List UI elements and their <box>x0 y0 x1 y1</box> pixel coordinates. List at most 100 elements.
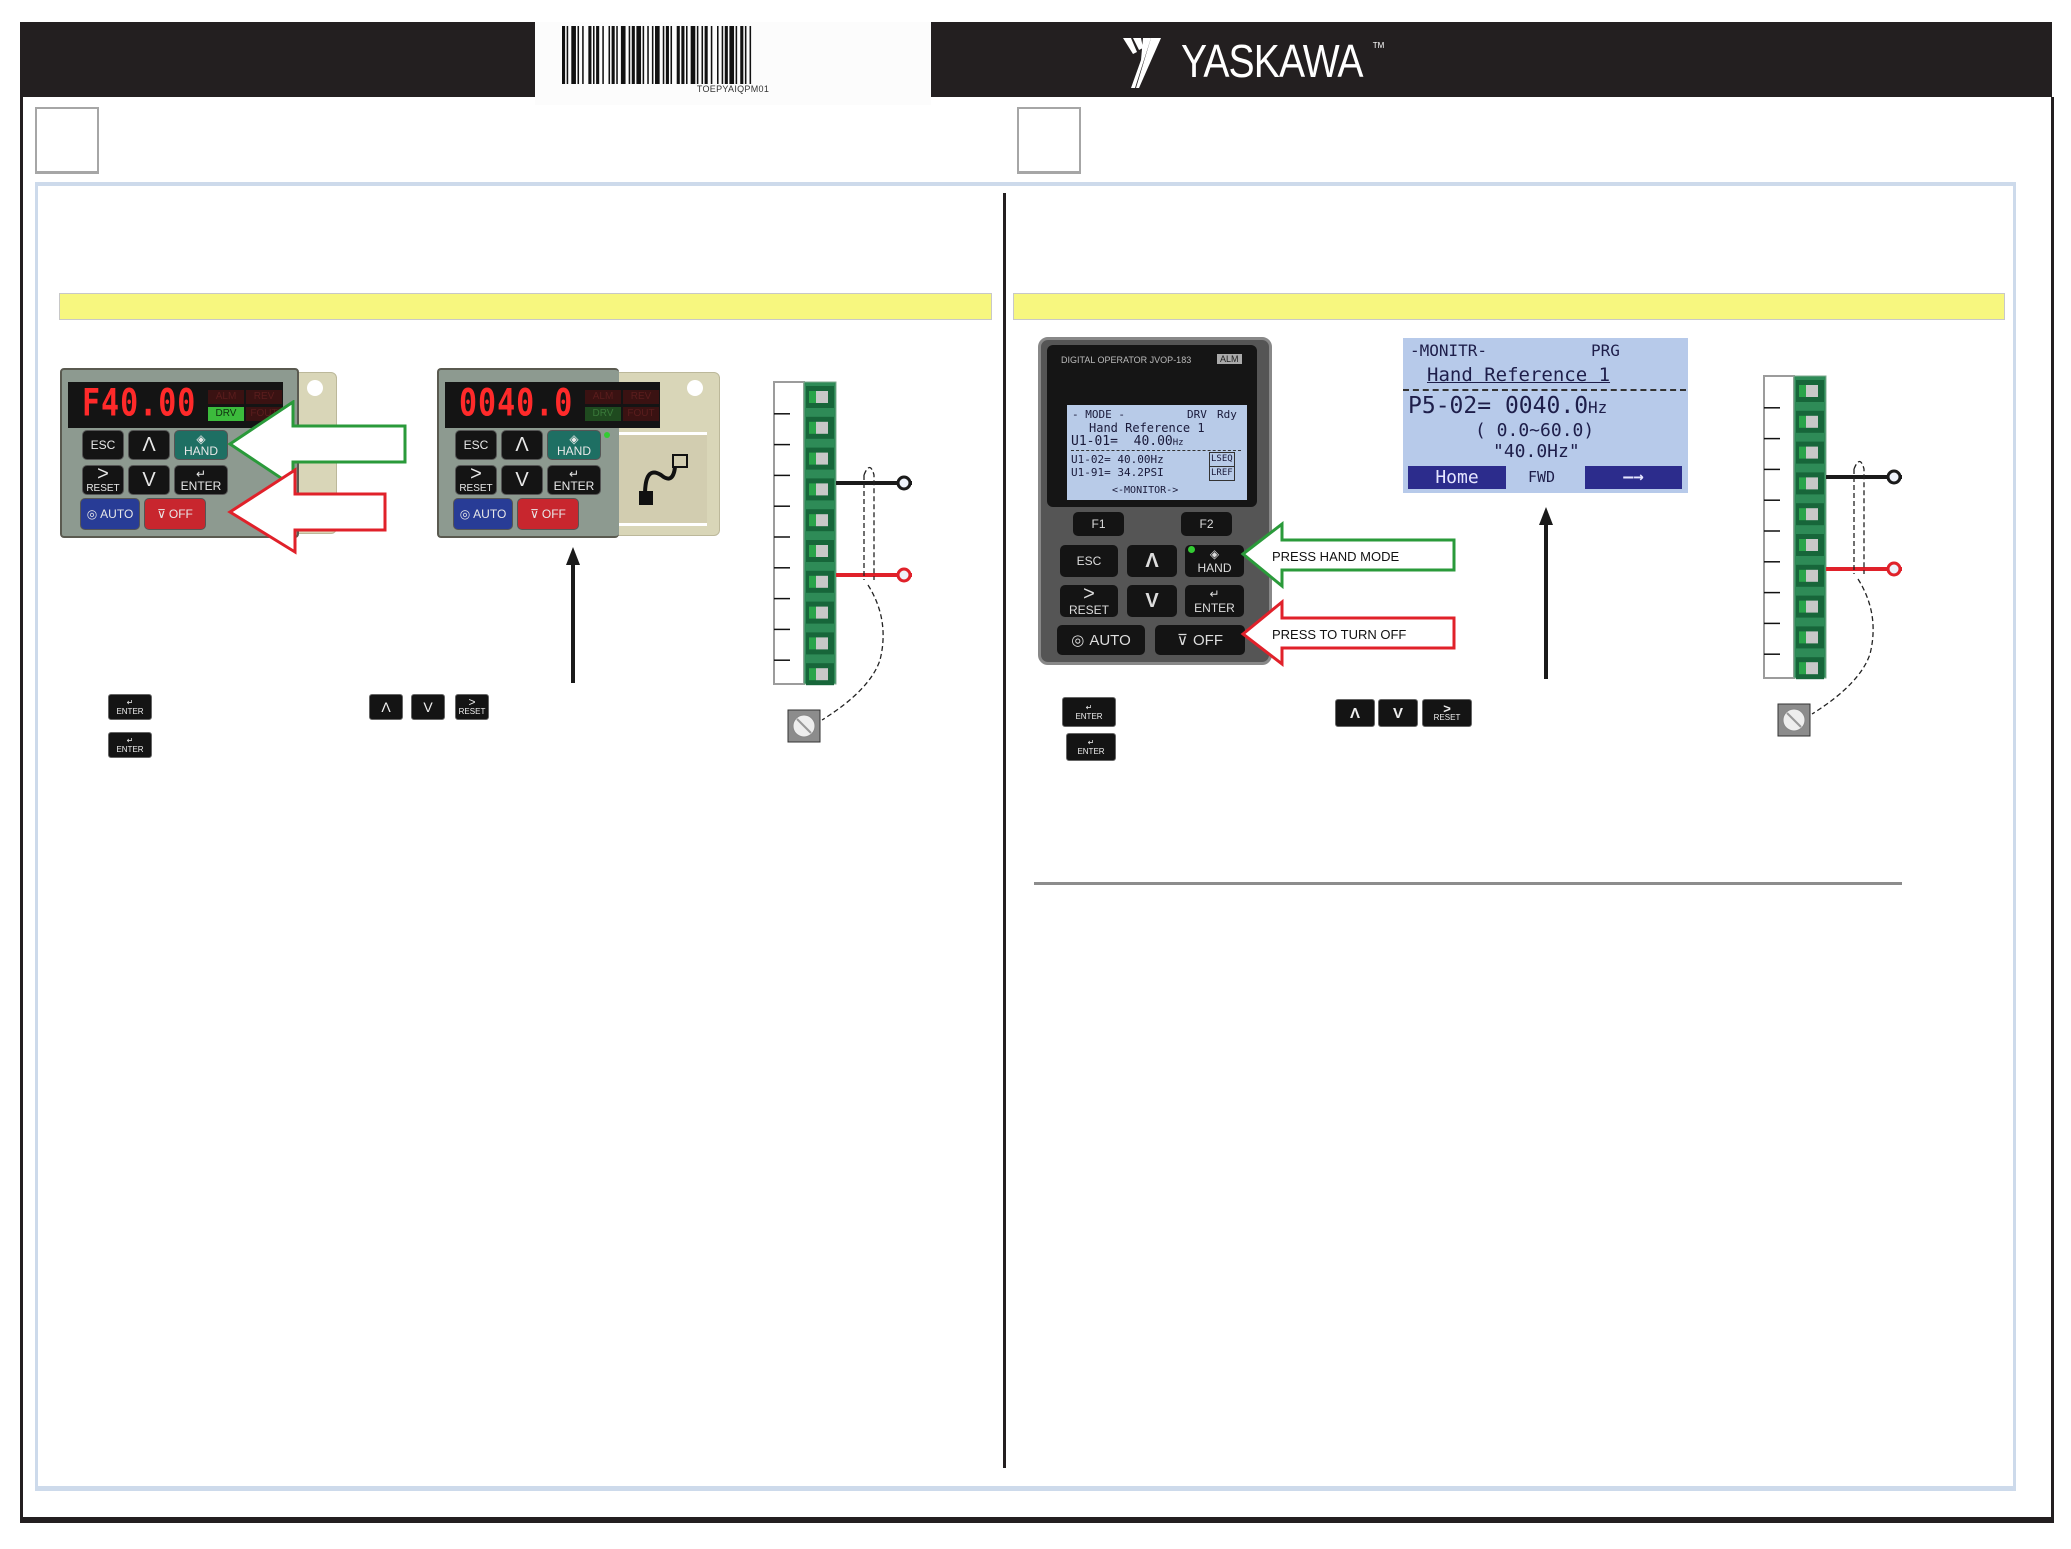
mini-enter-key[interactable]: ↵ENTER <box>108 732 152 758</box>
mini-reset-key[interactable]: >RESET <box>455 694 489 720</box>
terminal-strip-right <box>1762 374 1902 737</box>
hand-key[interactable]: ◈HAND <box>547 430 601 460</box>
enter-key[interactable]: ↵ENTER <box>547 465 601 495</box>
mini-up-key[interactable]: Λ <box>1335 699 1375 727</box>
mini-reset-key[interactable]: >RESET <box>1422 699 1472 727</box>
down-key[interactable]: V <box>128 465 170 495</box>
green-arrow-icon <box>1240 520 1456 590</box>
reset-key[interactable]: >RESET <box>82 464 124 495</box>
terminal-contact <box>816 483 828 496</box>
up-key[interactable]: Λ <box>1125 543 1179 579</box>
terminal-contact <box>1799 600 1806 613</box>
terminal-contact <box>1806 415 1818 428</box>
screw-slot <box>1786 712 1802 728</box>
terminal-contact <box>1799 446 1806 459</box>
indicator-drv: DRV <box>208 407 244 421</box>
terminal-contact <box>1806 508 1818 521</box>
terminal-contact <box>809 575 816 588</box>
column-divider <box>1003 193 1006 1468</box>
f2-key[interactable]: F2 <box>1179 510 1234 538</box>
barcode-bar <box>628 26 631 84</box>
off-key[interactable]: ⊽OFF <box>1153 623 1247 657</box>
enter-key[interactable]: ↵ENTER <box>174 465 228 495</box>
next-softkey[interactable]: —→ <box>1585 466 1682 489</box>
up-key[interactable]: Λ <box>501 430 543 460</box>
brand-name: YASKAWA <box>1181 35 1363 87</box>
up-key[interactable]: Λ <box>128 430 170 460</box>
hand-led <box>604 432 610 438</box>
terminal-contact <box>1806 631 1818 644</box>
barcode-bar <box>729 26 735 84</box>
highlight-bar-left <box>59 293 992 320</box>
auto-key[interactable]: ◎AUTO <box>1055 623 1147 657</box>
home-softkey[interactable]: Home <box>1408 466 1506 489</box>
mini-enter-key[interactable]: ↵ENTER <box>1066 733 1116 761</box>
terminal-contact <box>809 668 816 681</box>
terminal-contact <box>1799 385 1806 397</box>
esc-key[interactable]: ESC <box>455 430 497 460</box>
reset-key[interactable]: >RESET <box>455 464 497 495</box>
off-key[interactable]: ⊽OFF <box>517 498 579 530</box>
barcode-bar <box>571 26 576 84</box>
hand-led <box>1188 546 1195 553</box>
terminal-contact <box>809 637 816 650</box>
terminal-contact <box>809 514 816 527</box>
terminal-contact <box>816 421 828 434</box>
terminal-contact <box>1799 477 1806 490</box>
barcode-bar <box>721 26 724 84</box>
terminal-contact <box>816 606 828 619</box>
mini-down-key[interactable]: V <box>1378 699 1418 727</box>
led-display: 0040.0 ALM REV DRV FOUT <box>445 382 660 428</box>
indicator-rev: REV <box>246 390 282 404</box>
esc-key[interactable]: ESC <box>1058 543 1120 579</box>
terminal-contact <box>1799 631 1806 644</box>
barcode-bar <box>616 26 618 84</box>
f1-key[interactable]: F1 <box>1071 510 1126 538</box>
hand-icon: ◈ <box>196 432 206 446</box>
lcd-dashed-rule <box>1403 389 1686 391</box>
indicator-rev: REV <box>623 390 659 404</box>
enter-icon: ↵ <box>1209 587 1220 601</box>
highlight-bar-right <box>1013 293 2005 320</box>
header-band-left <box>20 22 535 97</box>
content-frame <box>35 182 2016 1491</box>
usb-port-cover <box>615 432 707 526</box>
barcode-bar <box>631 26 635 84</box>
barcode-bar <box>740 26 744 84</box>
brand-logo: YASKAWA TM <box>1121 30 1414 92</box>
mini-enter-key[interactable]: ↵ENTER <box>108 694 152 720</box>
barcode-bar <box>566 26 569 84</box>
led-display: F40.00 ALM REV DRV FOUT <box>68 382 283 428</box>
mini-up-key[interactable]: Λ <box>369 694 403 720</box>
operator-face: DIGITAL OPERATOR JVOP-183 ALM - MODE - D… <box>1047 345 1257 507</box>
auto-key[interactable]: ◎AUTO <box>453 498 513 530</box>
terminal-contact <box>809 391 816 403</box>
hand-key[interactable]: ◈HAND <box>174 430 228 460</box>
down-key[interactable]: V <box>501 465 543 495</box>
enter-key[interactable]: ↵ENTER <box>1183 583 1246 619</box>
barcode-bar <box>676 26 680 84</box>
barcode-bar <box>670 26 673 84</box>
barcode-bar <box>608 26 611 84</box>
mount-hole <box>687 380 703 396</box>
terminal-contact <box>816 514 828 527</box>
esc-key[interactable]: ESC <box>82 430 124 460</box>
auto-key[interactable]: ◎AUTO <box>80 498 140 530</box>
barcode-bar <box>724 26 728 84</box>
mini-enter-key[interactable]: ↵ENTER <box>1062 697 1116 727</box>
terminal-contact <box>809 421 816 434</box>
barcode-bar <box>704 26 708 84</box>
barcode-bar <box>710 26 713 84</box>
barcode-bar <box>582 26 584 84</box>
off-icon: ⊽ <box>530 507 539 521</box>
down-key[interactable]: V <box>1125 583 1179 619</box>
off-key[interactable]: ⊽OFF <box>144 498 206 530</box>
barcode-bar <box>735 26 738 84</box>
terminal-contact <box>809 606 816 619</box>
terminal-contact <box>1799 662 1806 675</box>
terminal-contact <box>816 391 828 403</box>
reset-key[interactable]: >RESET <box>1058 583 1120 619</box>
mini-down-key[interactable]: V <box>411 694 445 720</box>
red-arrow-icon <box>227 467 387 555</box>
step-number-box-left <box>35 107 99 174</box>
